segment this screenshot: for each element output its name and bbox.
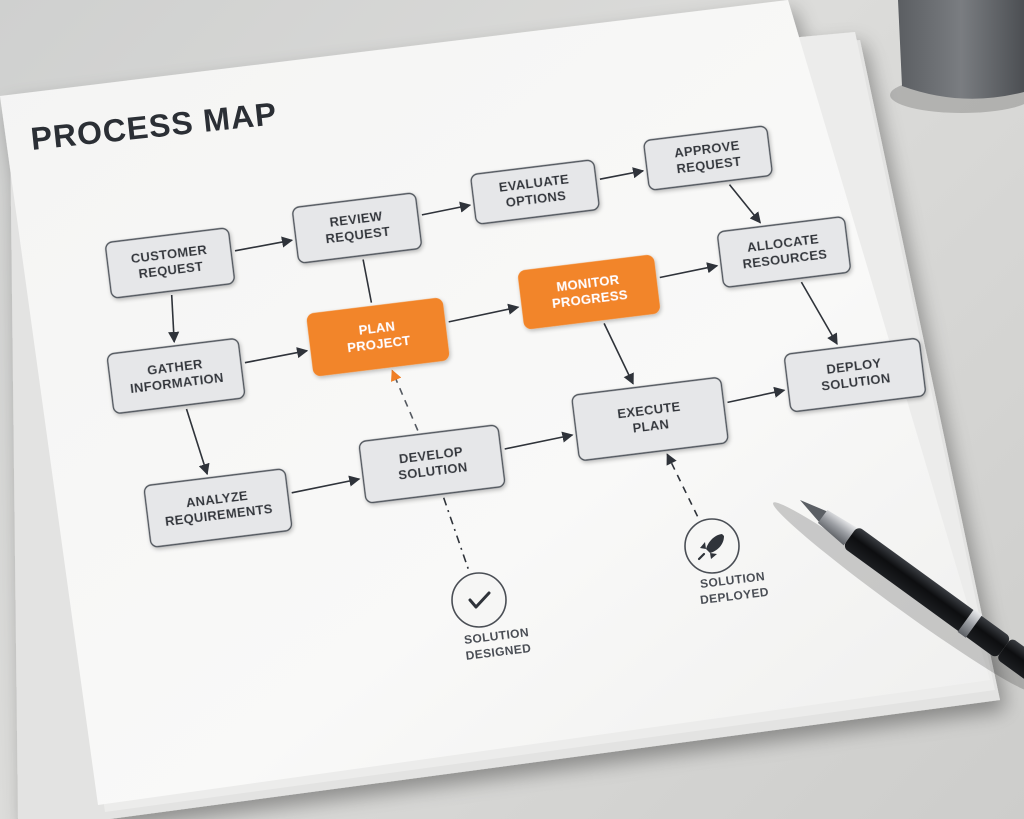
edges	[168, 167, 838, 570]
milestone-circle	[451, 572, 507, 628]
edge-develop-solution-to-execute-plan	[504, 431, 574, 450]
edge-approve-request-to-allocate-resources	[728, 184, 762, 224]
edge-customer-request-to-review-request	[234, 236, 294, 252]
edge-monitor-progress-to-execute-plan	[603, 323, 634, 385]
node-box	[358, 424, 506, 504]
node-label-line: PLAN	[358, 318, 396, 337]
cup-decoration	[890, 0, 1024, 113]
node-box	[105, 227, 235, 299]
edge-solution-deployed-to-execute-plan	[666, 453, 699, 517]
edge-develop-solution-to-plan-project	[391, 369, 419, 431]
edge-gather-information-to-plan-project	[244, 347, 309, 364]
node-label-line: PLAN	[632, 416, 670, 435]
edge-gather-information-to-analyze-requirements	[185, 408, 210, 476]
node-box	[292, 192, 422, 264]
node-box	[470, 159, 600, 225]
edge-customer-request-to-gather-information	[168, 294, 180, 344]
edge-analyze-requirements-to-develop-solution	[291, 475, 361, 494]
node-label-line: GATHER	[146, 356, 203, 378]
node-box	[143, 468, 293, 548]
node-box	[784, 338, 926, 412]
node-box	[717, 216, 851, 288]
rocket-icon	[697, 534, 724, 561]
node-box	[306, 298, 450, 376]
edge-develop-solution-to-solution-designed	[442, 497, 469, 570]
edge-review-request-to-plan-project	[362, 259, 373, 303]
node-label-line: DEPLOY	[826, 355, 883, 377]
edge-allocate-resources-to-deploy-solution	[800, 281, 838, 345]
node-box	[643, 125, 773, 191]
edge-monitor-progress-to-allocate-resources	[659, 262, 719, 279]
node-label-line: REVIEW	[329, 208, 384, 229]
edge-execute-plan-to-deploy-solution	[727, 386, 786, 404]
node-box	[518, 255, 660, 329]
node-label-line: OPTIONS	[505, 188, 567, 210]
edge-plan-project-to-monitor-progress	[448, 303, 520, 323]
check-icon	[468, 591, 491, 609]
node-box	[571, 377, 729, 461]
edge-evaluate-options-to-approve-request	[599, 167, 645, 180]
node-box	[106, 338, 246, 414]
edge-review-request-to-evaluate-options	[421, 201, 472, 216]
pen-decoration	[773, 500, 1024, 692]
